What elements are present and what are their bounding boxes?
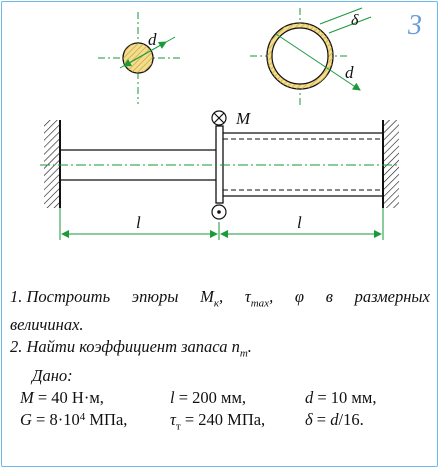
task-1-word: эпюры: [131, 287, 179, 306]
task-1-tau: τmax,: [244, 287, 274, 310]
hollow-cross-section: δ d: [250, 7, 372, 105]
label-l-right: l: [297, 213, 302, 232]
given-delta: δ = d/16.: [305, 409, 364, 429]
right-wall-support: [382, 120, 399, 208]
given-G: G = 8·104 МПа,: [20, 409, 128, 429]
problem-number-badge: 3: [408, 10, 422, 41]
given-l: l = 200 мм,: [170, 387, 247, 407]
task-1-mk: Mк,: [200, 287, 224, 310]
label-d-solid: d: [148, 30, 157, 49]
given-title: Дано:: [32, 365, 73, 385]
label-d-hollow: d: [345, 63, 354, 82]
given-tau: τт = 240 МПа,: [170, 409, 266, 432]
left-wall-support: [44, 120, 61, 208]
solid-cross-section: d: [98, 12, 180, 104]
task-1-word: в: [325, 287, 333, 306]
label-delta: δ: [351, 12, 359, 29]
length-dimensions: l l: [59, 208, 384, 240]
label-l-left: l: [136, 213, 141, 232]
task-1-word: 1. Построить: [10, 287, 111, 306]
given-M: M = 40 Н·м,: [20, 387, 104, 407]
task-2: 2. Найти коэффициент запаса nт.: [10, 337, 252, 360]
problem-text: 1. Построить эпюры Mк, τmax, φ в размерн…: [10, 286, 430, 437]
moment-symbol: M: [211, 109, 251, 220]
shaft-diagram: d δ d: [40, 7, 400, 240]
given-values: M = 40 Н·м, l = 200 мм, d = 10 мм, G = 8…: [10, 387, 430, 437]
hollow-shaft-segment: [223, 132, 383, 197]
solid-shaft-segment: [60, 149, 218, 181]
task-1-word: размерных: [354, 287, 430, 306]
label-moment: M: [235, 109, 251, 128]
task-1: 1. Построить эпюры Mк, τmax, φ в размерн…: [10, 286, 430, 336]
task-1-line2: величинах.: [10, 315, 84, 335]
given-d: d = 10 мм,: [305, 387, 377, 407]
task-1-phi: φ: [294, 287, 305, 306]
